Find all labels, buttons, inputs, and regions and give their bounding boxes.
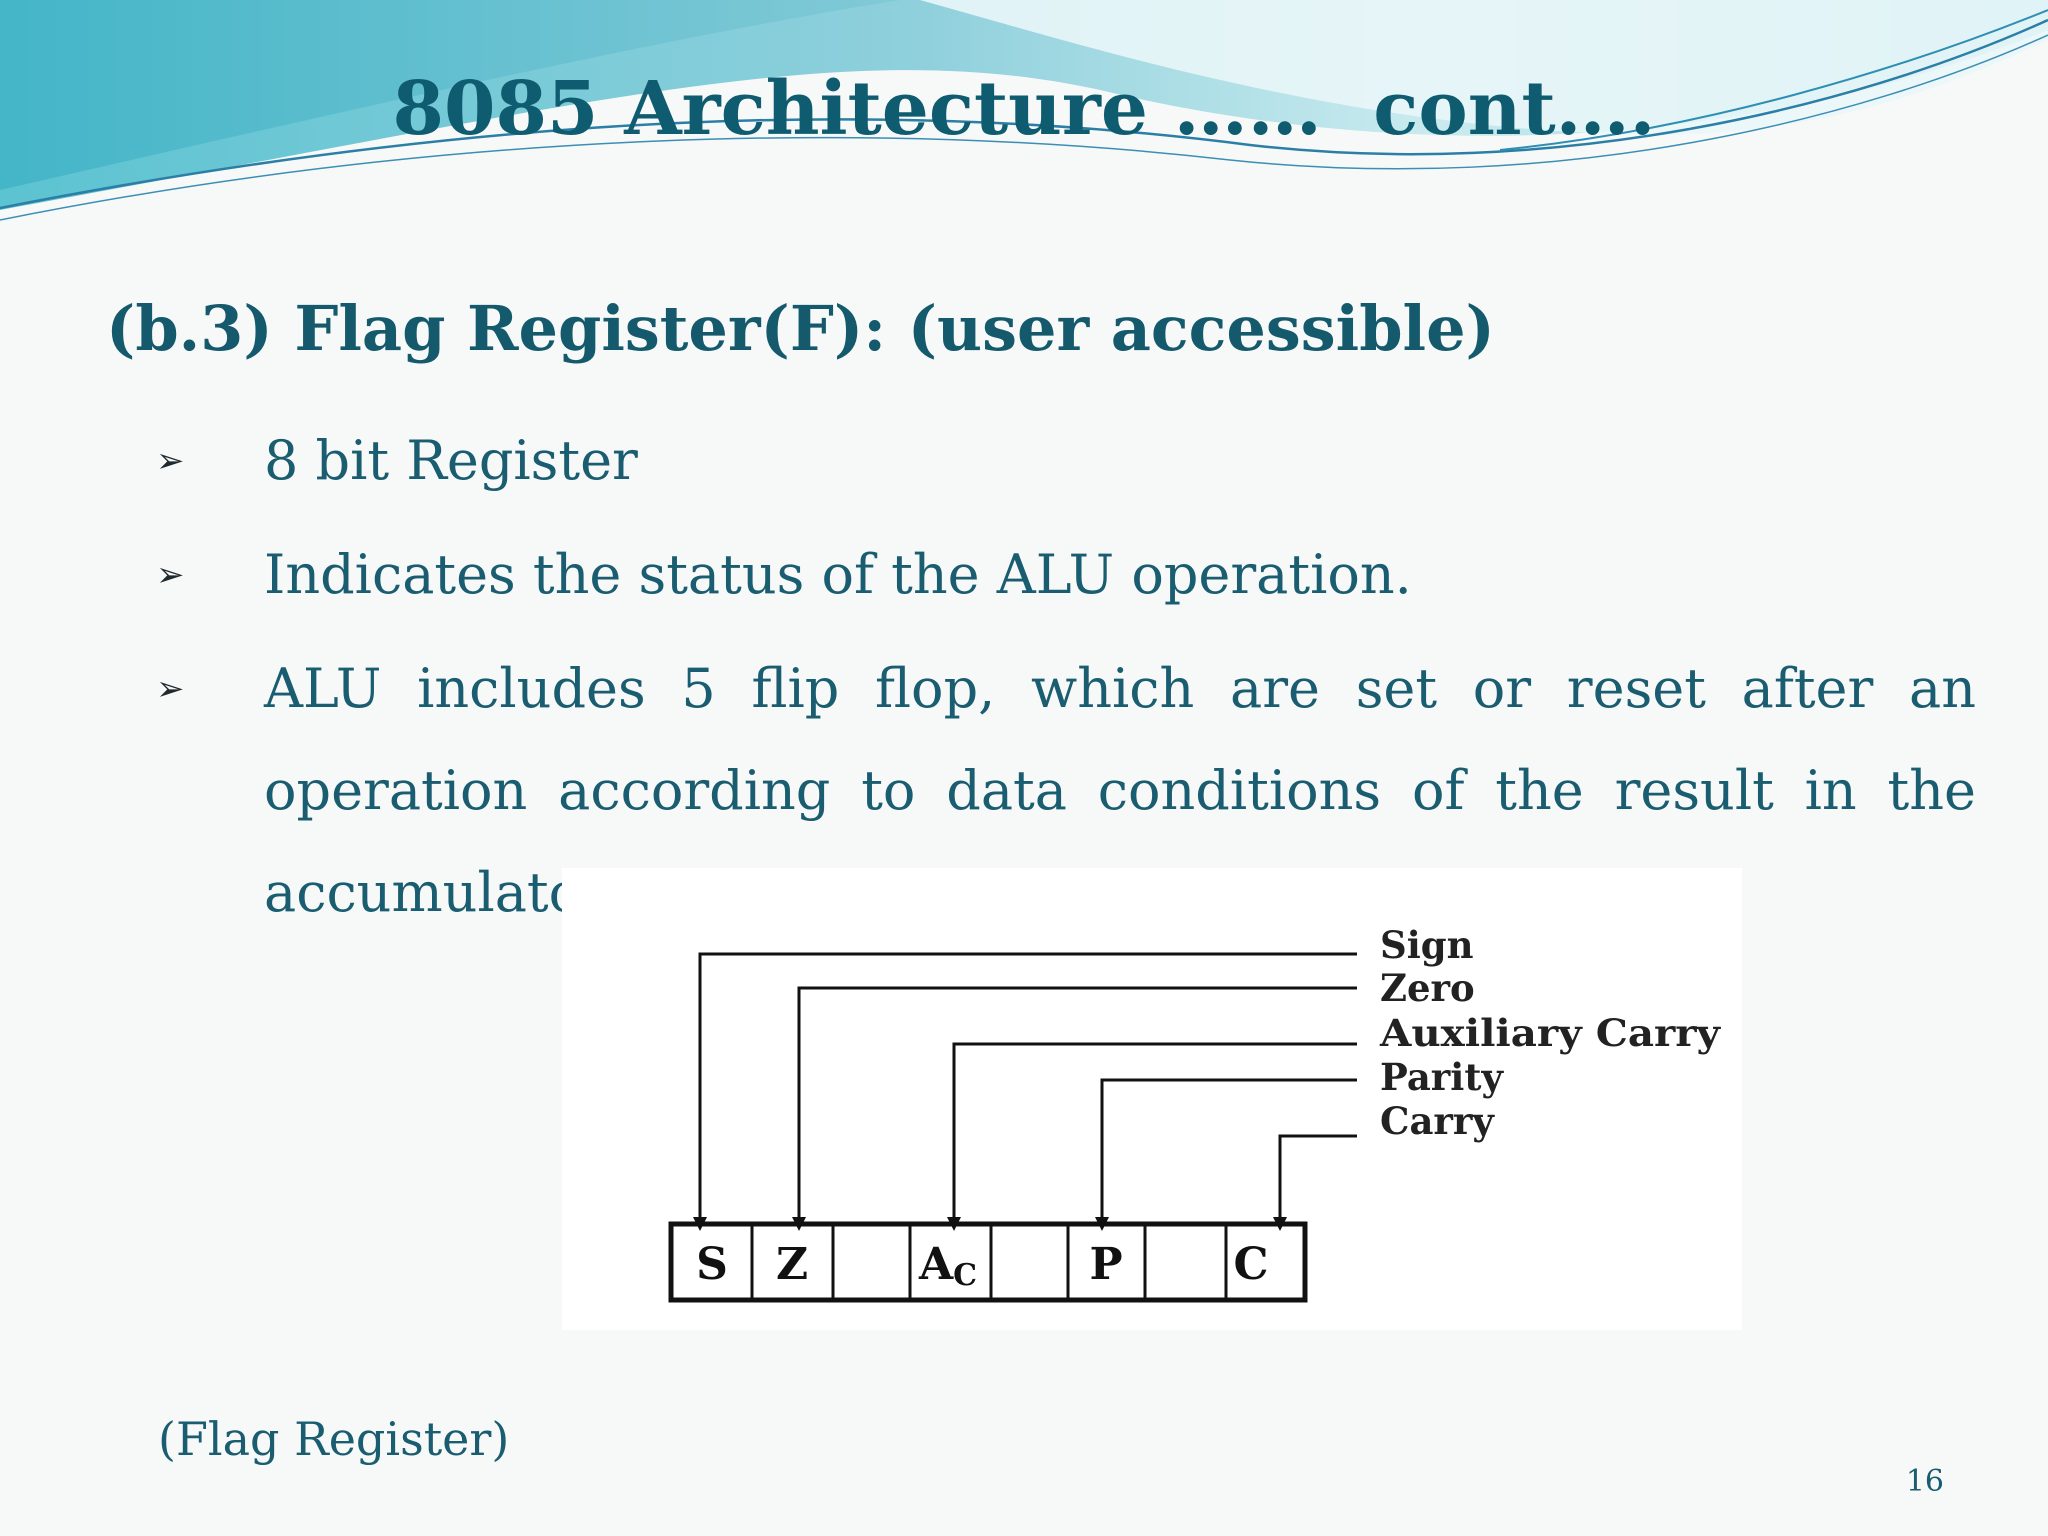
- bullet-text: ALU includes 5 flip flop, which are set …: [264, 657, 1976, 924]
- flag-label-parity: Parity: [1380, 1055, 1504, 1099]
- arrow-bullet-icon: ➢: [156, 441, 185, 481]
- sign-leader-line: [693, 952, 1357, 1231]
- arrow-bullet-icon: ➢: [156, 669, 185, 709]
- header-wave-decoration: [0, 0, 2048, 221]
- flag-cell-ac-main: A: [918, 1239, 954, 1290]
- slide-title: 8085 Architecture …… cont….: [392, 66, 1656, 152]
- flag-label-aux-carry: Auxiliary Carry: [1379, 1011, 1722, 1055]
- figure-caption: (Flag Register): [158, 1412, 510, 1466]
- section-heading: (b.3) Flag Register(F): (user accessible…: [106, 292, 1495, 365]
- bullet-item: ➢ 8 bit Register: [156, 410, 1976, 512]
- flag-cell-c: C: [1233, 1239, 1268, 1290]
- parity-leader-line: [1095, 1078, 1357, 1231]
- bullet-text: 8 bit Register: [264, 429, 638, 492]
- flag-cell-z: Z: [776, 1239, 808, 1290]
- flag-label-carry: Carry: [1380, 1099, 1495, 1143]
- bullet-item: ➢ ALU includes 5 flip flop, which are se…: [156, 638, 1976, 944]
- bullet-item: ➢ Indicates the status of the ALU operat…: [156, 524, 1976, 626]
- arrow-bullet-icon: ➢: [156, 555, 185, 595]
- zero-leader-line: [792, 986, 1357, 1231]
- carry-leader-line: [1273, 1134, 1357, 1231]
- flag-cell-s: S: [696, 1239, 728, 1290]
- flag-label-zero: Zero: [1380, 966, 1475, 1010]
- flag-cell-ac: AC: [918, 1239, 977, 1293]
- bullet-text: Indicates the status of the ALU operatio…: [264, 543, 1412, 606]
- register-outline: [668, 1221, 1308, 1303]
- flag-label-sign: Sign: [1380, 923, 1474, 967]
- aux-carry-leader-line: [947, 1042, 1357, 1231]
- flag-register-diagram: S Z AC P C Sign Zero Auxiliary Carry Par…: [562, 868, 1742, 1330]
- page-number: 16: [1905, 1464, 1944, 1499]
- bullet-list: ➢ 8 bit Register ➢ Indicates the status …: [156, 410, 1976, 956]
- flag-cell-ac-subscript: C: [953, 1258, 977, 1293]
- flag-cell-p: P: [1089, 1239, 1122, 1290]
- flag-register-svg: S Z AC P C Sign Zero Auxiliary Carry Par…: [668, 923, 1722, 1303]
